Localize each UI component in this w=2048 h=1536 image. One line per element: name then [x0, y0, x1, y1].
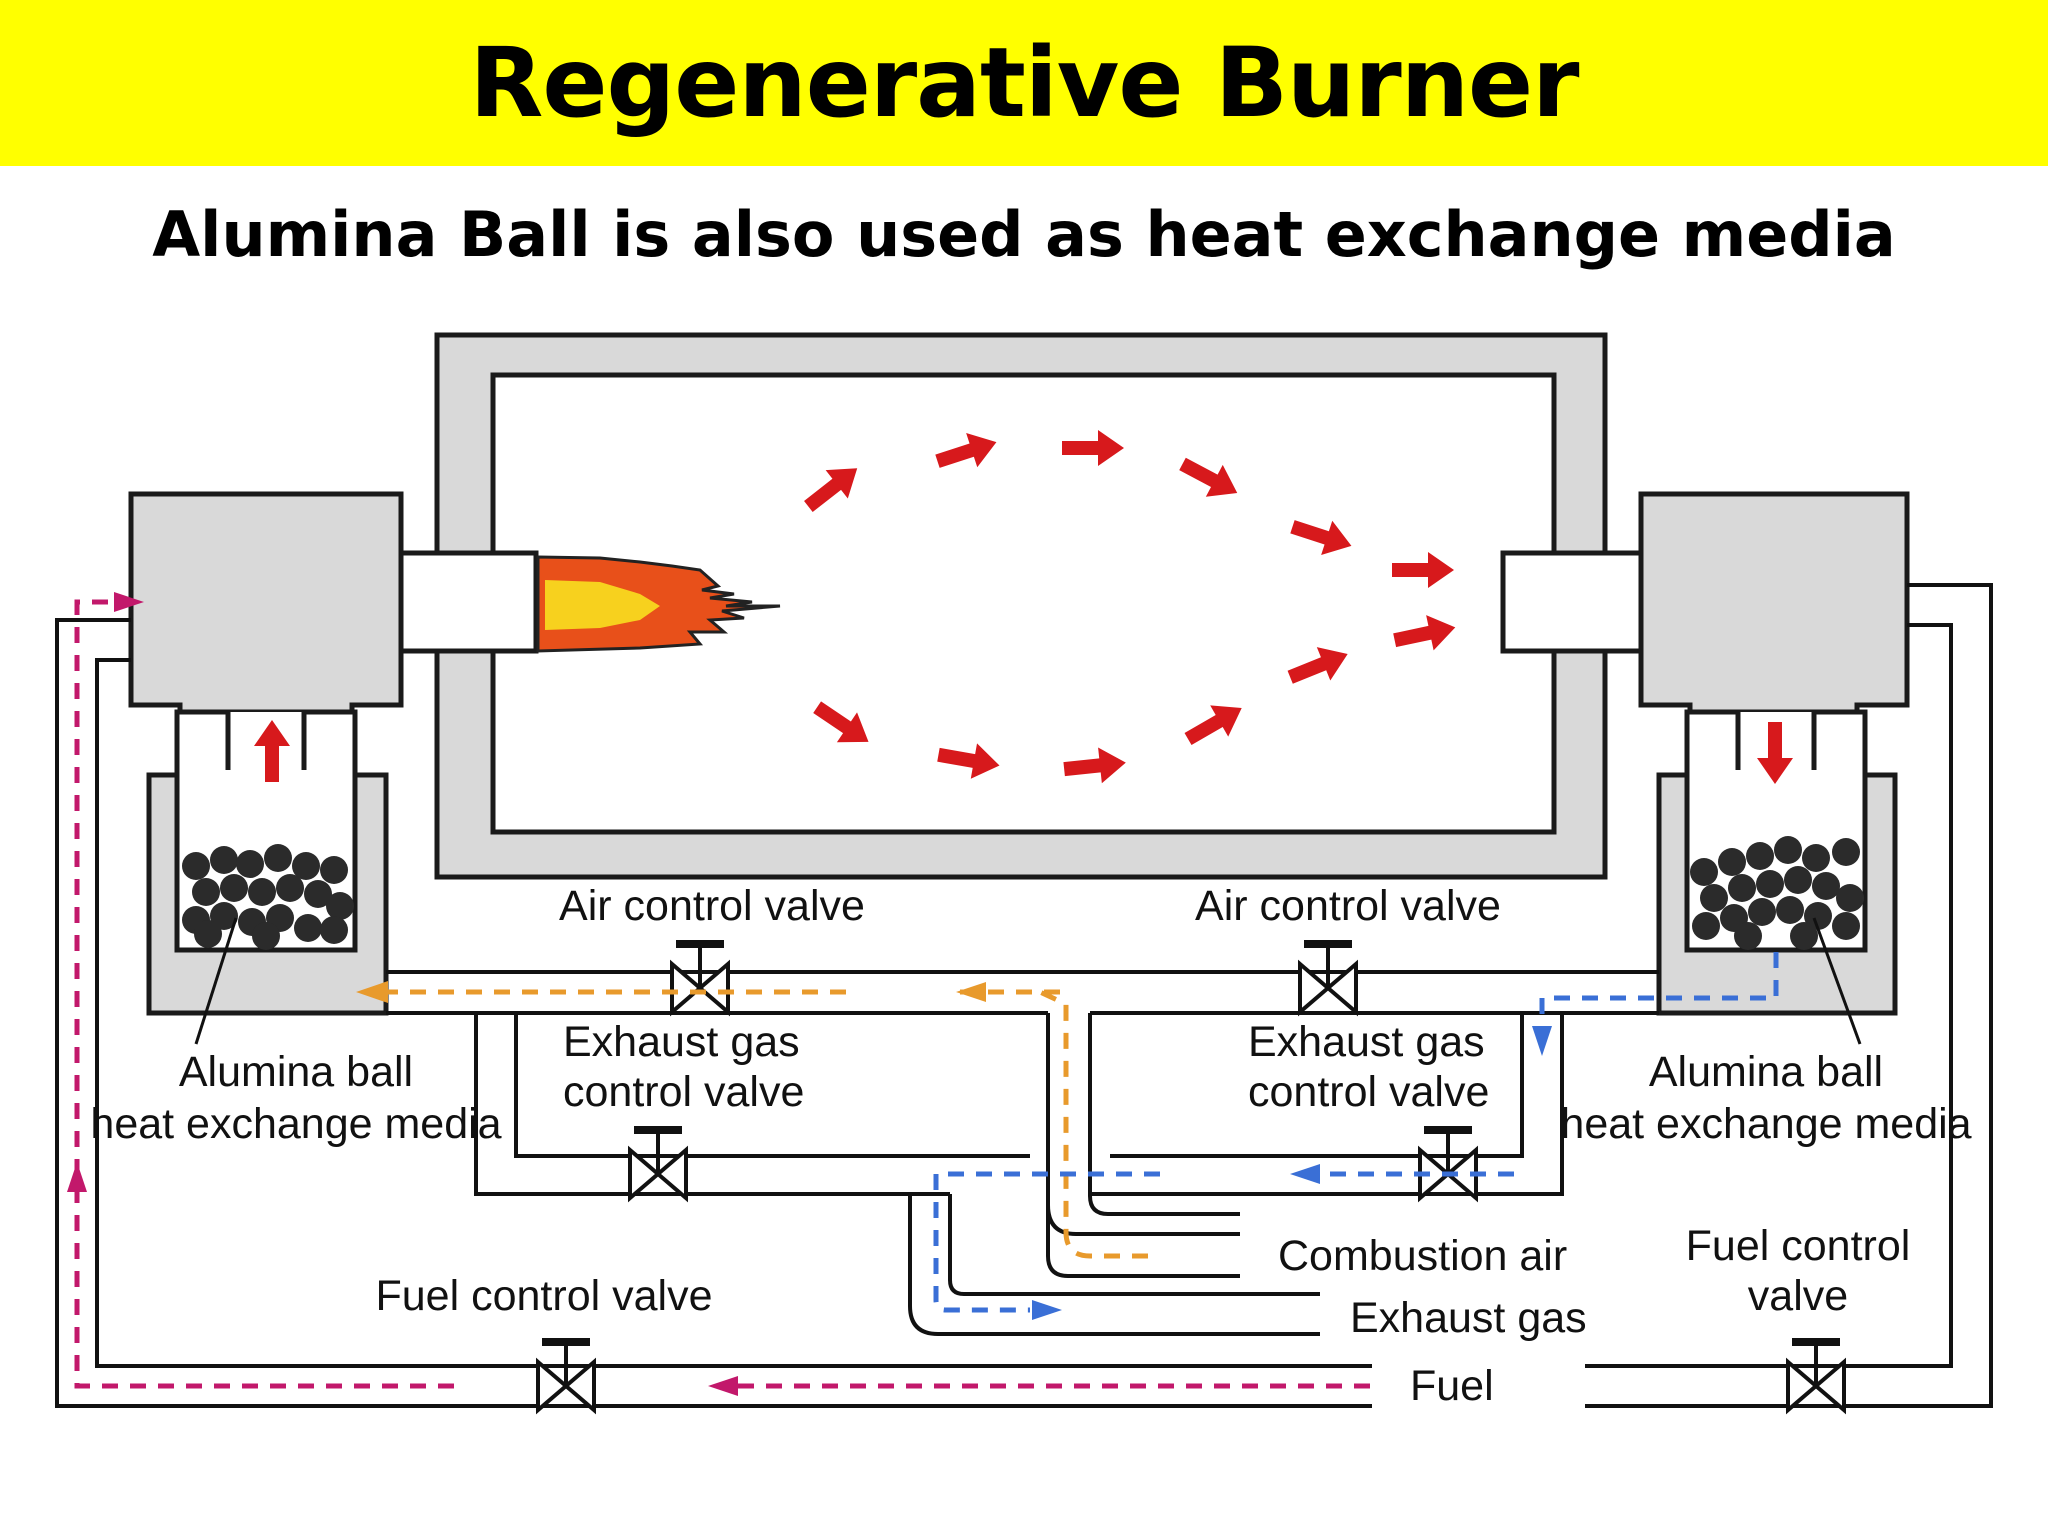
- label-exhaust-valve-right-1: Exhaust gas: [1248, 1018, 1485, 1066]
- label-fuel-control-valve-right-2: valve: [1748, 1272, 1848, 1320]
- valve-exhaust-left: [628, 1126, 688, 1203]
- combustion-air-arrows: [356, 981, 986, 1003]
- label-alumina-left-1: Alumina ball: [179, 1048, 413, 1096]
- burner-flame: [536, 555, 781, 653]
- label-exhaust-valve-right-2: control valve: [1248, 1068, 1489, 1116]
- label-fuel: Fuel: [1410, 1362, 1494, 1410]
- title-banner: Regenerative Burner: [0, 0, 2048, 166]
- label-fuel-control-valve-left: Fuel control valve: [376, 1272, 713, 1320]
- valve-air-left: [670, 940, 730, 1017]
- valve-exhaust-right: [1418, 1126, 1478, 1203]
- alumina-balls-left: [182, 844, 354, 950]
- fuel-arrows: [67, 592, 738, 1396]
- valve-fuel-right: [1786, 1338, 1846, 1415]
- exhaust-gas-flow-line: [933, 952, 1779, 1313]
- alumina-balls-right: [1690, 836, 1864, 950]
- label-exhaust-valve-left-1: Exhaust gas: [563, 1018, 800, 1066]
- label-exhaust-valve-left-2: control valve: [563, 1068, 804, 1116]
- leader-lines: [194, 917, 1862, 1045]
- label-exhaust-gas: Exhaust gas: [1350, 1294, 1587, 1342]
- valve-fuel-left: [536, 1338, 596, 1415]
- label-fuel-control-valve-right-1: Fuel control: [1686, 1222, 1911, 1270]
- fuel-flow-line: [74, 599, 1370, 1389]
- label-alumina-right-2: heat exchange media: [1560, 1100, 1971, 1148]
- valve-air-right: [1298, 940, 1358, 1017]
- label-air-control-valve-right: Air control valve: [1195, 882, 1501, 930]
- combustion-air-flow-line: [380, 989, 1148, 1259]
- label-alumina-right-1: Alumina ball: [1649, 1048, 1883, 1096]
- page-title: Regenerative Burner: [469, 27, 1580, 139]
- exhaust-gas-arrows: [1032, 1026, 1552, 1320]
- label-combustion-air: Combustion air: [1278, 1232, 1567, 1280]
- page-subtitle: Alumina Ball is also used as heat exchan…: [152, 198, 1896, 271]
- label-air-control-valve-left: Air control valve: [559, 882, 865, 930]
- label-alumina-left-2: heat exchange media: [90, 1100, 501, 1148]
